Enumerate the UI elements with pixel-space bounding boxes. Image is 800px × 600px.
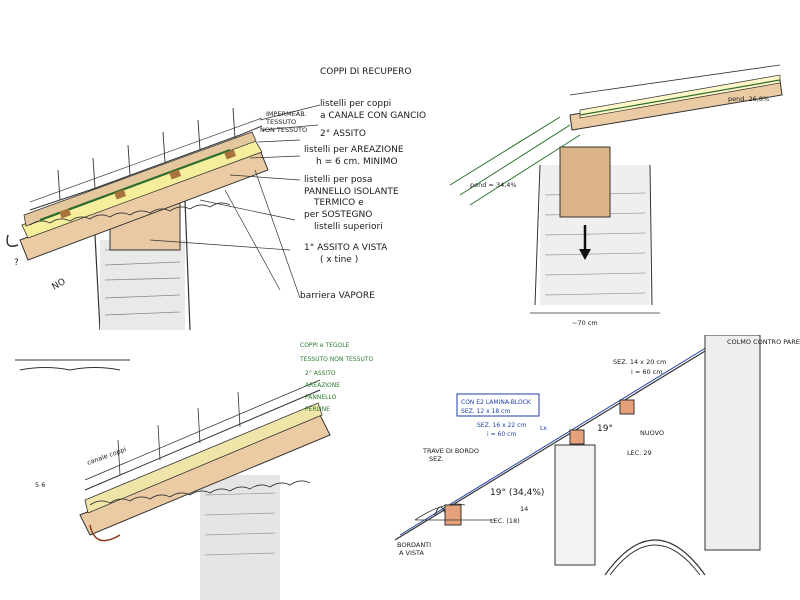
label-perline: PERLINE [305, 406, 330, 413]
blue-d: i = 60 cm [487, 431, 516, 438]
panel-roof-section-1: COPPI DI RECUPERO listelli per coppi a C… [0, 40, 440, 330]
label-altezza-minima: h = 6 cm. MINIMO [316, 157, 398, 167]
panel-roof-section-3: COPPI e TEGOLE TESSUTO NON TESSUTO 2° AS… [0, 335, 400, 600]
label-barriera-vapore: barriera VAPORE [300, 291, 375, 301]
label-x-tine: ( x tine ) [320, 255, 358, 265]
beam-nuovo [619, 399, 635, 415]
label-primo-assito: 1° ASSITO A VISTA [304, 243, 388, 253]
top-label-b: i = 60 cm [631, 368, 663, 376]
mark-question: ? [14, 258, 19, 268]
label-listelli-posa: listelli per posa [304, 175, 372, 185]
label-nuovo: NUOVO [640, 429, 664, 437]
beam-edge [444, 504, 462, 526]
boxed-note [456, 393, 540, 417]
vertical-label: canale coppi [86, 445, 128, 467]
label-canale-gancio: a CANALE CON GANCIO [320, 111, 426, 121]
wall-3 [200, 475, 280, 600]
label-secondo-assito: 2° ASSITO [320, 129, 366, 139]
panel-roof-section-4: SEZ. 14 x 20 cm i = 60 cm COLMO CONTRO P… [395, 335, 800, 600]
roof-section-1-drawing: COPPI DI RECUPERO listelli per coppi a C… [6, 67, 426, 330]
wall-right [704, 335, 761, 551]
label-sostegno: per SOSTEGNO [304, 210, 372, 220]
label-tessuto: TESSUTO [265, 118, 296, 126]
trave-sez: SEZ. [429, 455, 444, 463]
label-termico: TERMICO e [313, 198, 364, 208]
roof-section-2-drawing: pend. 26,8% pend = 34,4% ~70 cm [449, 64, 783, 327]
label-impermeab: IMPERMEAB. [266, 110, 307, 118]
bordanti-label: BORDANTI [397, 541, 431, 549]
bordanti-vista: A VISTA [399, 549, 424, 557]
wall-4 [554, 444, 596, 566]
lx-label: Lx [540, 425, 547, 432]
label-listelli-coppi: listelli per coppi [320, 99, 391, 109]
leader-lines-1 [149, 104, 321, 299]
boxed-b: SEZ. 12 x 18 cm [461, 408, 510, 415]
label-listelli-areazione: listelli per AREAZIONE [304, 145, 404, 155]
lec-18: LEC. (18) [490, 517, 520, 525]
panel1-title: COPPI DI RECUPERO [320, 67, 411, 77]
panel-roof-section-2: pend. 26,8% pend = 34,4% ~70 cm [440, 55, 800, 330]
mark-no: NO [51, 277, 68, 293]
slope-right: pend. 26,8% [728, 95, 769, 103]
blue-c: SEZ. 16 x 22 cm [477, 422, 526, 429]
beam-mid [569, 429, 585, 445]
label-tessuto-non-tessuto: TESSUTO NON TESSUTO [299, 356, 373, 363]
angle-top: 19° [597, 424, 613, 434]
beam-2 [559, 146, 611, 218]
corner-note: COLMO CONTRO PARETE [727, 338, 800, 346]
lec-29: LEC. 29 [627, 449, 652, 457]
label-areazione: AREAZIONE [305, 382, 340, 389]
trave-label: TRAVE DI BORDO [422, 447, 479, 455]
roof-layers-1 [6, 107, 269, 261]
top-label-a: SEZ. 14 x 20 cm [613, 358, 666, 366]
angle-bottom: 19° (34,4%) [490, 488, 544, 498]
boxed-a: CON E2 LAMINA-BLOCK [461, 399, 532, 406]
side-dimension: 5 6 [35, 481, 45, 489]
label-non-tessuto: NON TESSUTO [260, 126, 307, 134]
label-secondo-assito-3: 2° ASSITO [305, 370, 336, 377]
dimension-70cm: ~70 cm [572, 319, 598, 327]
roof-section-3-drawing: COPPI e TEGOLE TESSUTO NON TESSUTO 2° AS… [15, 342, 373, 600]
roof-section-4-drawing: SEZ. 14 x 20 cm i = 60 cm COLMO CONTRO P… [395, 335, 800, 576]
tile-row-sketch [19, 367, 121, 371]
label-listelli-superiori: listelli superiori [314, 222, 383, 232]
num-14: 14 [520, 505, 528, 513]
label-pannello-isolante: PANNELLO ISOLANTE [304, 187, 399, 197]
slope-left: pend = 34,4% [470, 181, 517, 189]
label-pannello: PANNELLO [305, 394, 337, 401]
label-coppi-tegole: COPPI e TEGOLE [300, 342, 350, 349]
